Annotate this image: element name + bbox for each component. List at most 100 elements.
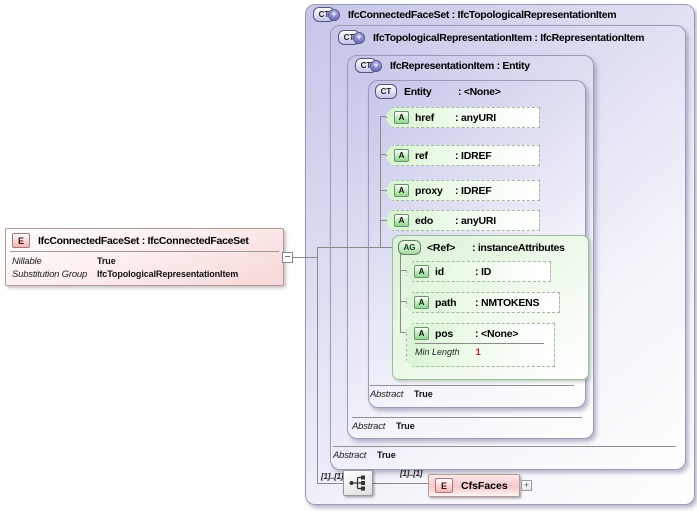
collapse-minus-toggle[interactable]: − (282, 252, 293, 263)
ct-icon-label: CT (360, 61, 372, 70)
attribute-type: : anyURI (455, 214, 496, 227)
complex-type-icon: CT+ (313, 7, 340, 22)
attribute-type: : IDREF (455, 149, 492, 162)
abstract-value: True (396, 421, 415, 431)
attribute-type: : anyURI (455, 111, 496, 124)
connector-line (317, 247, 318, 484)
expand-plus-icon[interactable]: + (328, 9, 340, 21)
element-box-ifcconnectedfaceset[interactable]: E IfcConnectedFaceSet : IfcConnectedFace… (5, 228, 284, 286)
facet-value: 1 (475, 346, 481, 358)
attribute-type: : <None> (475, 327, 519, 340)
attribute-icon: A (414, 265, 429, 278)
attribute-pill-pos[interactable]: A pos : <None> Min Length 1 (406, 323, 555, 367)
element-icon: E (435, 478, 453, 493)
box-title: IfcRepresentationItem : Entity (390, 59, 530, 72)
attribute-pill-proxy[interactable]: A proxy : IDREF (386, 180, 540, 201)
attribute-icon: A (394, 214, 409, 227)
connector-line (380, 154, 386, 155)
entity-type: : <None> (458, 85, 501, 98)
abstract-value: True (414, 389, 433, 399)
attribute-row: A ref : IDREF (387, 146, 539, 165)
attribute-row: A href : anyURI (387, 108, 539, 127)
attribute-pill-id[interactable]: A id : ID (406, 261, 551, 282)
abstract-row-ifctopologicalrepresentationitem: Abstract True (333, 446, 676, 461)
complex-type-icon: CT+ (338, 30, 365, 45)
attribute-name: href (415, 111, 435, 124)
element-title-row: E IfcConnectedFaceSet : IfcConnectedFace… (6, 229, 283, 250)
sequence-compositor-icon (349, 475, 365, 491)
attribute-pill-edo[interactable]: A edo : anyURI (386, 210, 540, 231)
header-ifcconnectedfaceset: CT+ IfcConnectedFaceSet : IfcTopological… (313, 7, 617, 22)
header-ifcrepresentationitem: CT+ IfcRepresentationItem : Entity (355, 58, 530, 73)
complex-type-icon: CT+ (355, 58, 382, 73)
attribute-icon: A (394, 149, 409, 162)
expand-plus-icon[interactable]: + (370, 60, 382, 72)
expand-plus-icon[interactable]: + (353, 32, 365, 44)
property-label: Substitution Group (12, 269, 88, 280)
attribute-pill-ref[interactable]: A ref : IDREF (386, 145, 540, 166)
connector-line (293, 257, 317, 258)
connector-line (380, 190, 386, 191)
connector-line (400, 332, 406, 333)
sequence-compositor[interactable] (343, 470, 373, 496)
attribute-pill-path[interactable]: A path : NMTOKENS (406, 292, 560, 313)
abstract-label: Abstract (333, 450, 367, 461)
abstract-value: True (377, 450, 396, 460)
abstract-label: Abstract (370, 389, 404, 400)
element-name: CfsFaces (461, 479, 508, 492)
separator (10, 251, 279, 252)
header-entity: CT Entity : <None> (375, 84, 501, 99)
attribute-type: : ID (475, 265, 492, 278)
connector-line (400, 270, 406, 271)
ct-icon-label: CT (318, 10, 330, 19)
attribute-type: : NMTOKENS (475, 296, 540, 309)
expand-plus-toggle[interactable]: + (521, 480, 532, 491)
complex-type-icon: CT (375, 84, 397, 99)
attribute-row: A path : NMTOKENS (407, 293, 559, 312)
box-title: IfcConnectedFaceSet : IfcTopologicalRepr… (348, 8, 617, 21)
attribute-name: path (435, 296, 457, 309)
facet-row: Min Length 1 (407, 344, 554, 360)
attribute-name: pos (435, 327, 454, 340)
abstract-row-ifcrepresentationitem: Abstract True (352, 417, 582, 432)
cardinality-label: [1]..[1] (321, 472, 344, 481)
attribute-row: A edo : anyURI (387, 211, 539, 230)
attribute-name: edo (415, 214, 434, 227)
property-label: Nillable (12, 256, 42, 267)
element-properties: Nillable True Substitution Group IfcTopo… (6, 254, 283, 282)
connector-line (400, 253, 401, 333)
element-title: IfcConnectedFaceSet : IfcConnectedFaceSe… (38, 234, 249, 247)
attribute-icon: A (414, 296, 429, 309)
attribute-type: : IDREF (455, 184, 492, 197)
attribute-row: A pos : <None> (407, 324, 554, 343)
attribute-icon: A (394, 184, 409, 197)
property-value: IfcTopologicalRepresentationItem (97, 269, 239, 279)
facet-separator (415, 343, 544, 344)
abstract-row-entity: Abstract True (370, 385, 574, 400)
ct-icon-label: CT (380, 87, 392, 96)
property-row-substitution-group: Substitution Group IfcTopologicalReprese… (12, 268, 277, 281)
header-ifctopologicalrepresentationitem: CT+ IfcTopologicalRepresentationItem : I… (338, 30, 645, 45)
attribute-icon: A (394, 111, 409, 124)
connector-line (380, 116, 381, 247)
attribute-group-icon: AG (398, 240, 421, 255)
attribute-row: A id : ID (407, 262, 550, 281)
attribute-name: ref (415, 149, 428, 162)
connector-line (373, 483, 428, 484)
attribute-name: id (435, 265, 444, 278)
connector-line (380, 220, 386, 221)
property-value: True (97, 256, 116, 266)
attribute-name: proxy (415, 184, 443, 197)
element-box-cfsfaces[interactable]: E CfsFaces (428, 474, 520, 497)
attribute-row: A proxy : IDREF (387, 181, 539, 200)
attribute-group-type: : instanceAttributes (472, 241, 565, 254)
cardinality-label: [1]..[1] (400, 469, 423, 478)
element-icon: E (12, 233, 30, 248)
facet-label: Min Length (415, 347, 460, 357)
attribute-pill-href[interactable]: A href : anyURI (386, 107, 540, 128)
property-row-nillable: Nillable True (12, 255, 277, 268)
connector-line (317, 483, 343, 484)
attribute-group-name: <Ref> (427, 241, 456, 254)
connector-line (317, 247, 392, 248)
